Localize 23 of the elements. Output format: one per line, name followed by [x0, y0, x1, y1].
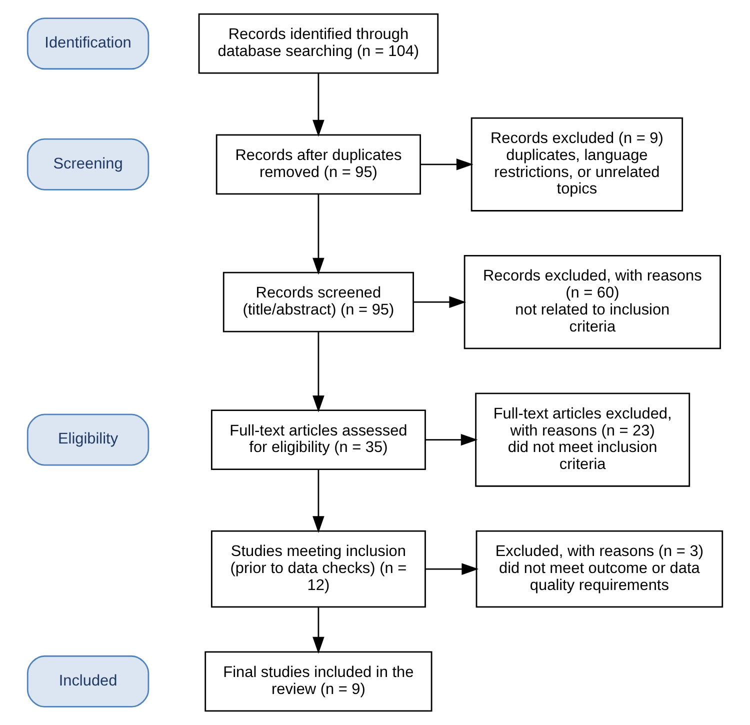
node-box: Records screened (title/abstract) (n = 95)	[222, 272, 414, 332]
node-box: Records identified through database searching (n = 104)	[198, 13, 439, 74]
arrow	[312, 470, 324, 533]
node-box: Studies meeting inclusion (prior to data checks) (n = 12)	[210, 530, 426, 608]
node-box: Screening	[26, 138, 150, 190]
node-box: Records excluded, with reasons (n = 60) not related to inclusion criteria	[464, 255, 721, 350]
node-box: Records after duplicates removed (n = 95)	[216, 134, 422, 195]
node-box: Included	[26, 655, 150, 708]
node-box: Full-text articles assessed for eligibility (n = 35)	[210, 410, 426, 470]
node-box: Identification	[26, 18, 150, 70]
arrow	[414, 296, 466, 308]
arrow	[312, 332, 324, 412]
arrow	[425, 434, 478, 446]
arrow	[425, 563, 479, 575]
arrow	[312, 608, 324, 654]
node-box: Records excluded (n = 9) duplicates, language restrictions, or unrelated topics	[470, 117, 684, 212]
node-box: Excluded, with reasons (n = 3) did not meet outcome or data quality requirements	[476, 530, 724, 608]
node-box: Full-text articles excluded, with reasons (n = 23) did not meet inclusion criteria	[475, 392, 690, 487]
node-box: Final studies included in the review (n = 9)	[204, 651, 432, 712]
arrow	[312, 74, 324, 137]
arrow	[312, 194, 324, 275]
arrow	[420, 158, 474, 170]
node-box: Eligibility	[26, 414, 150, 466]
